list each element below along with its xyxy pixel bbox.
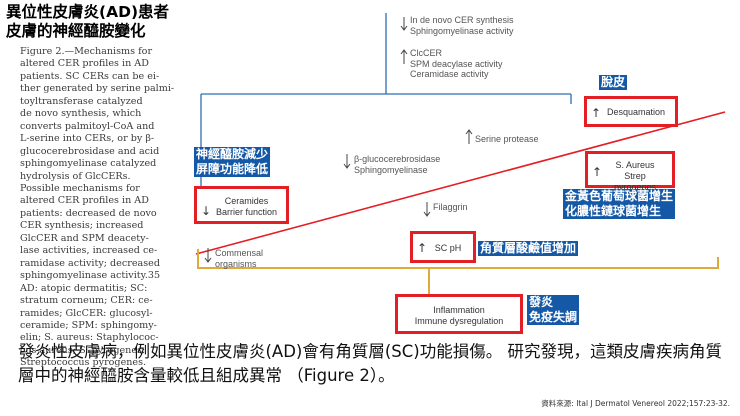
- inflammation-label: 發炎 免疫失調: [527, 295, 580, 325]
- down-arrow-icon: [343, 154, 351, 169]
- desquamation-label: 脫皮: [599, 75, 628, 90]
- title-line-2: 皮膚的神經醯胺變化: [6, 22, 146, 40]
- figure-caption: Figure 2.—Mechanisms for altered CER pro…: [20, 46, 175, 369]
- commensal-organisms-text: Commensal organisms: [215, 248, 264, 269]
- gold-bracket-line: [197, 249, 719, 269]
- serine-protease-text: Serine protease: [475, 134, 539, 144]
- body-text: 發炎性皮膚病，例如異位性皮膚炎(AD)會有角質層(SC)功能損傷。 研究發現，這…: [18, 342, 722, 385]
- ceramides-box-text: Ceramides Barrier function: [215, 196, 278, 217]
- bacteria-label: 金黃色葡萄球菌增生 化膿性鏈球菌增生: [563, 189, 676, 219]
- filaggrin-text: Filaggrin: [433, 202, 468, 212]
- sc-ph-box: ↑ SC pH: [410, 231, 476, 263]
- slide-title: 異位性皮膚炎(AD)患者 皮膚的神經醯胺變化: [6, 3, 169, 41]
- bacteria-box-text: S. Aureus Strep pyrogenes: [613, 160, 657, 192]
- down-arrow-icon: ↓: [201, 204, 212, 218]
- up-arrow-icon: [400, 49, 408, 64]
- inflammation-box: Inflammation Immune dysregulation: [395, 294, 523, 334]
- down-arrow-icon: [400, 17, 408, 31]
- up-arrow-icon: [465, 129, 473, 144]
- down-arrow-icon: [204, 248, 212, 263]
- ceramides-box: ↓ Ceramides Barrier function: [194, 186, 289, 224]
- up-arrow-icon: ↑: [591, 106, 602, 120]
- title-line-1: 異位性皮膚炎(AD)患者: [6, 3, 170, 21]
- de-novo-synthesis-text: In de novo CER synthesis Sphingomyelinas…: [410, 15, 514, 36]
- glccer-activity-text: ClcCER SPM deacylase activity Ceramidase…: [410, 48, 503, 79]
- up-arrow-icon: ↑: [592, 165, 603, 179]
- up-arrow-icon: ↑: [417, 241, 428, 255]
- inflammation-box-text: Inflammation Immune dysregulation: [414, 305, 504, 326]
- ph-label: 角質層酸鹼值增加: [478, 241, 579, 256]
- mechanism-figure: In de novo CER synthesis Sphingomyelinas…: [188, 8, 733, 336]
- figure-lines: [195, 13, 726, 297]
- bacteria-box: ↑ S. Aureus Strep pyrogenes: [585, 151, 675, 192]
- sc-ph-box-text: SC pH: [434, 243, 462, 253]
- glucocerebrosidase-text: β-glucocerebrosidase Sphingomyelinase: [354, 154, 441, 175]
- red-diagonal-line: [195, 111, 726, 255]
- ceramide-label: 神經醯胺減少 屏障功能降低: [194, 147, 271, 177]
- down-arrow-icon: [423, 202, 431, 217]
- source-citation: 資料來源: Ital J Dermatol Venereol 2022;157:…: [541, 399, 730, 408]
- desquamation-box-text: Desquamation: [606, 107, 666, 117]
- desquamation-box: ↑ Desquamation: [584, 96, 678, 127]
